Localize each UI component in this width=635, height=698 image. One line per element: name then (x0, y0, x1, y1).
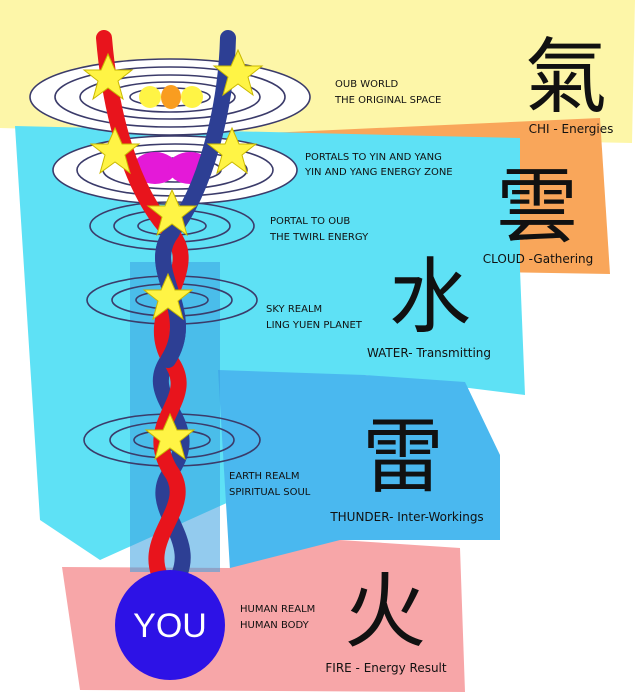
you-label: YOU (133, 607, 207, 645)
label-twirl-energy: THE TWIRL ENERGY (269, 232, 369, 243)
label-human-body: HUMAN BODY (240, 620, 310, 631)
caption-water: WATER- Transmitting (367, 346, 491, 360)
label-human-realm: HUMAN REALM (240, 604, 315, 615)
label-ling-yuen: LING YUEN PLANET (266, 320, 363, 331)
caption-thunder: THUNDER- Inter-Workings (329, 510, 483, 524)
label-spiritual-soul: SPIRITUAL SOUL (229, 487, 311, 498)
label-portal-oub: PORTAL TO OUB (270, 216, 350, 227)
caption-cloud: CLOUD -Gathering (483, 252, 594, 266)
label-sky-realm: SKY REALM (266, 304, 322, 315)
level-labels: OUB WORLD THE ORIGINAL SPACE PORTALS TO … (229, 79, 453, 631)
thunder-band (218, 370, 500, 585)
oub-center-dots (139, 85, 203, 109)
label-portals-yin-yang: PORTALS TO YIN AND YANG (305, 152, 442, 163)
label-original-space: THE ORIGINAL SPACE (334, 95, 441, 106)
glyphs: 氣 雲 水 雷 火 (344, 30, 607, 660)
label-yin-yang-zone: YIN AND YANG ENERGY ZONE (304, 167, 453, 178)
label-oub-world: OUB WORLD (335, 79, 399, 90)
you-circle (115, 570, 225, 680)
captions: CHI - Energies CLOUD -Gathering WATER- T… (325, 122, 613, 675)
caption-fire: FIRE - Energy Result (325, 661, 447, 675)
glyph-thunder: 雷 (362, 410, 444, 505)
glyph-fire: 火 (344, 565, 426, 660)
glyph-water: 水 (389, 250, 471, 345)
glyph-cloud: 雲 (496, 160, 578, 255)
label-earth-realm: EARTH REALM (229, 471, 300, 482)
glyph-chi: 氣 (525, 30, 607, 125)
caption-chi: CHI - Energies (529, 122, 614, 136)
